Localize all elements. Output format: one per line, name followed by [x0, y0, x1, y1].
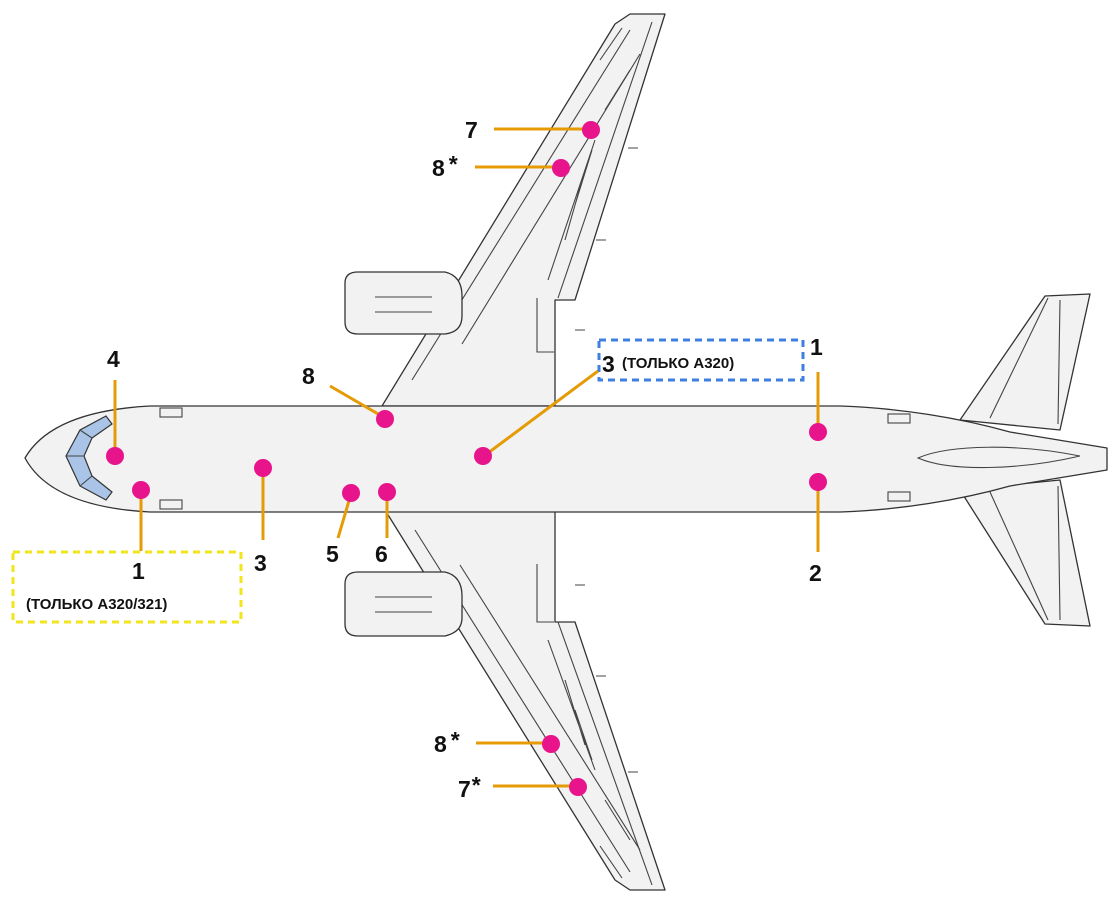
note-nose: (ТОЛЬКО A320/321): [11, 550, 243, 624]
marker-forward-center[interactable]: [254, 459, 272, 477]
marker-wing-root-upper[interactable]: [376, 410, 394, 428]
callout-label-nose-left: 1: [132, 558, 145, 584]
callout-label-forward-center: 3: [254, 550, 267, 576]
fuselage: [24, 405, 1108, 513]
marker-wing-root-lower[interactable]: [378, 483, 396, 501]
marker-aft-lower[interactable]: [809, 473, 827, 491]
callout-label-aft-upper: 1: [810, 334, 823, 360]
callout-label-cockpit: 4: [107, 346, 120, 372]
marker-lower-wing-tip[interactable]: [569, 778, 587, 796]
callout-label-upper-wing-mid: 8*: [432, 151, 458, 181]
marker-cockpit[interactable]: [106, 447, 124, 465]
engine-upper: [344, 271, 463, 335]
callout-number-lower-wing-mid: 8: [434, 731, 447, 757]
note-mid: (ТОЛЬКО A320): [597, 338, 805, 382]
marker-upper-wing-tip[interactable]: [582, 121, 600, 139]
callout-number-upper-wing-mid: 8: [432, 155, 445, 181]
marker-upper-wing-mid[interactable]: [552, 159, 570, 177]
airframe: [24, 13, 1108, 891]
marker-center-lower[interactable]: [342, 484, 360, 502]
leader-lines: [113, 127, 820, 788]
callout-label-center-lower: 5: [326, 541, 339, 567]
callout-label-lower-wing-mid: 8*: [434, 727, 460, 757]
leader-wing-root-upper: [329, 384, 386, 420]
callout-label-mid-fuselage: 3: [602, 351, 615, 377]
note-mid-text: (ТОЛЬКО A320): [622, 355, 734, 372]
lower-wing: [384, 509, 666, 891]
callout-labels: 1 3 4 5 6 8 3 1 2 7 8* 8* 7*: [107, 117, 823, 802]
callout-suffix-upper-wing-mid: *: [449, 151, 458, 177]
callout-suffix-lower-wing-mid: *: [451, 727, 460, 753]
callout-label-wing-root-upper: 8: [302, 363, 315, 389]
leader-mid-fuselage: [483, 369, 599, 458]
callout-label-wing-root-lower: 6: [375, 541, 388, 567]
marker-aft-upper[interactable]: [809, 423, 827, 441]
upper-stabilizer: [959, 293, 1091, 431]
markers: [106, 121, 827, 796]
callout-number-lower-wing-tip: 7: [458, 776, 471, 802]
engine-lower: [344, 571, 463, 637]
callout-label-aft-lower: 2: [809, 560, 822, 586]
marker-lower-wing-mid[interactable]: [542, 735, 560, 753]
note-nose-text: (ТОЛЬКО A320/321): [26, 596, 167, 613]
callout-label-upper-wing-tip: 7: [465, 117, 478, 143]
marker-mid-fuselage[interactable]: [474, 447, 492, 465]
callout-suffix-lower-wing-tip: *: [472, 772, 481, 798]
note-mid-box: [597, 338, 805, 382]
note-nose-box: [11, 550, 243, 624]
lower-stabilizer: [959, 479, 1091, 627]
callout-label-lower-wing-tip: 7*: [458, 772, 481, 802]
marker-nose-left[interactable]: [132, 481, 150, 499]
